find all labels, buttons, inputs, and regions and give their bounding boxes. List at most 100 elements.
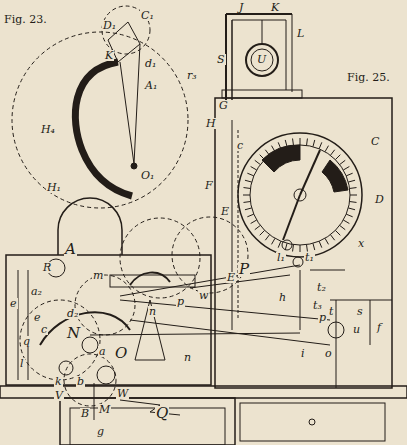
tick [251,220,257,224]
lever-rod [120,62,134,164]
tick [350,195,357,196]
gauge-bulb [246,44,278,76]
dashed-circle [120,218,200,298]
tube [231,20,233,100]
part-letter: s [356,306,364,317]
tick [247,173,253,176]
rod [370,300,371,345]
tick [272,238,276,244]
part-letter: u [352,324,361,335]
link-rod [120,300,330,320]
tick [292,138,294,145]
part-letter: G [218,100,229,111]
part-letter: V [54,390,64,401]
dial-segment [262,145,300,172]
tube [232,20,286,21]
tick [306,245,308,252]
tick [348,180,355,182]
part-letter: h [278,292,287,303]
dial-ticks [243,138,357,252]
part-letter: H₄ [40,124,56,135]
dial [250,145,350,245]
part-letter: Q [155,406,169,421]
tick [350,201,357,203]
tick [278,241,281,247]
part-letter: L [296,28,305,39]
tick [251,167,257,171]
part-letter: M [98,404,111,415]
tick [245,180,252,182]
casing [215,98,392,388]
tube [262,20,263,44]
wheel [97,366,115,384]
part-letter: t₃ [312,300,323,311]
tick [340,160,346,164]
rod [330,300,392,301]
tube [286,20,287,90]
part-letter: C₁ [140,10,155,21]
part-letter: t [328,306,334,317]
tick [335,230,340,235]
tick [319,241,322,247]
part-letter: O₁ [140,170,155,181]
part-letter: t₂ [316,282,327,293]
tick [350,187,357,189]
part-letter: f [376,322,382,333]
cabinet-door [70,408,225,445]
tube [292,14,293,92]
tick [265,235,269,241]
dial-segment [322,160,348,192]
part-letter: q [22,336,31,347]
tick [306,138,308,145]
pivot [131,163,137,169]
part-letter: e [33,312,42,323]
part-letter: d₁ [144,58,157,69]
part-letter: o [324,348,333,359]
part-letter: H [205,118,217,129]
rod [94,383,95,420]
part-letter: x [357,238,365,249]
pin [282,240,292,250]
part-letter: H₁ [46,182,62,193]
tick [330,150,334,156]
tick [343,220,349,224]
tick [285,243,287,250]
part-letter: t₁ [304,252,315,263]
part-letter: p [318,312,327,323]
tick [245,208,252,210]
tick [255,225,261,229]
part-letter: l [19,358,25,369]
part-letter: l₁ [276,252,286,263]
part-letter: J [238,2,244,13]
tick [325,146,329,152]
curved-arm [75,62,132,196]
cabinet [60,398,235,445]
cam [130,273,170,285]
slide [110,275,195,287]
tick [247,214,253,217]
tick [340,225,346,229]
part-letter: n [183,352,192,363]
part-letter: n [148,306,157,317]
tube [226,13,292,15]
part-letter: S [216,54,226,65]
part-letter: F [204,180,214,191]
part-letter: k [54,376,63,387]
dial [238,133,362,257]
part-letter: K [270,2,280,13]
tick [313,140,315,147]
tick [319,142,322,148]
part-letter: a [98,346,107,357]
part-letter: R [42,262,52,273]
part-letter: O [114,346,128,361]
dashed-circle [172,217,248,293]
tick [243,187,250,189]
part-letter: g [96,426,105,437]
gauge-bulb [251,49,273,71]
part-letter: A₁ [144,80,158,91]
part-letter: b [76,376,85,387]
part-letter: U [256,54,267,65]
rod [300,270,301,330]
tick [300,245,301,252]
link-rod [90,333,300,335]
